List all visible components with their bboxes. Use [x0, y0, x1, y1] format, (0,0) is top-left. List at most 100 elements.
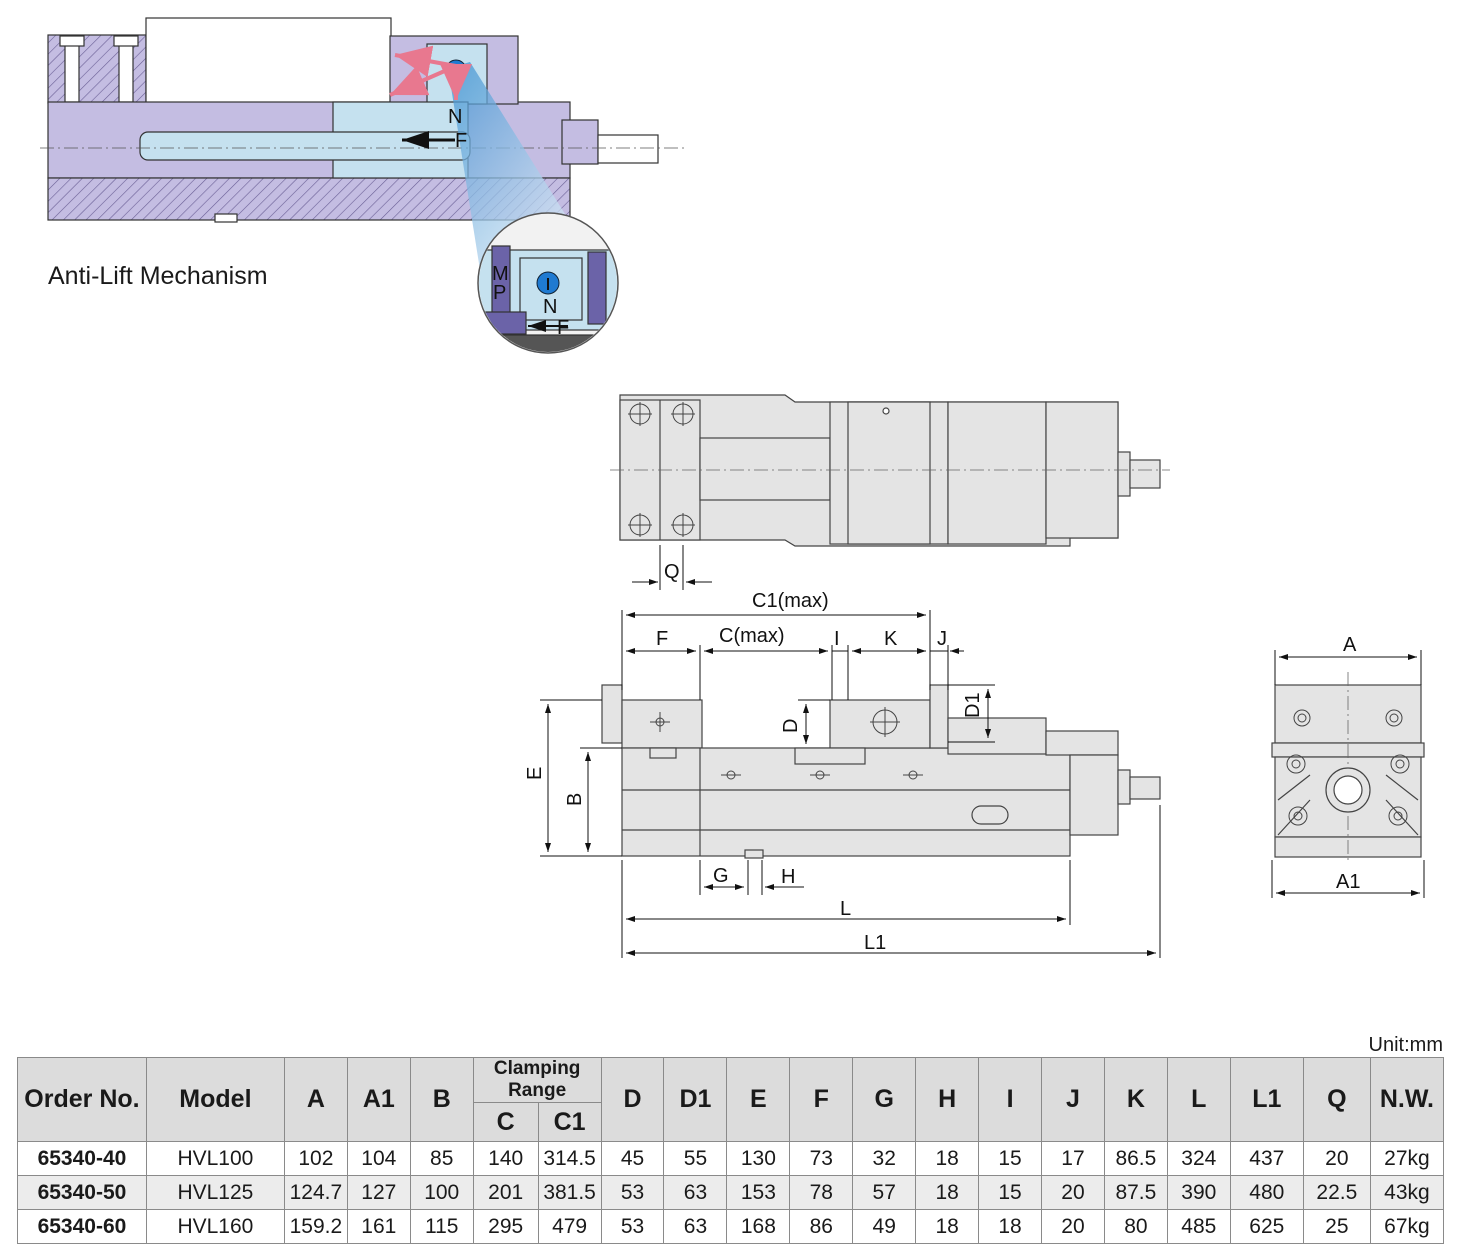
cell-l: 485 — [1166, 1209, 1231, 1244]
cell-a1: 127 — [346, 1175, 411, 1210]
header-d: D — [600, 1057, 665, 1142]
label-f-dim: F — [656, 628, 668, 650]
header-a: A — [283, 1057, 348, 1142]
label-l1: L1 — [864, 932, 886, 954]
header-c: C — [472, 1102, 539, 1142]
technical-drawing: N F M P N F — [40, 17, 1425, 958]
cell-a: 159.2 — [283, 1209, 348, 1244]
label-d: D — [780, 719, 802, 733]
header-c1: C1 — [537, 1102, 602, 1142]
header-model: Model — [145, 1057, 285, 1142]
label-f: F — [455, 130, 467, 152]
header-j: J — [1041, 1057, 1105, 1142]
cell-nw: 43kg — [1369, 1175, 1445, 1210]
cell-e: 130 — [726, 1141, 791, 1176]
cell-b: 100 — [409, 1175, 474, 1210]
header-order: Order No. — [17, 1057, 147, 1142]
cell-a1: 104 — [346, 1141, 411, 1176]
cell-c1: 479 — [537, 1209, 602, 1244]
cell-c: 140 — [472, 1141, 539, 1176]
end-view — [1271, 672, 1425, 862]
spec-table: Order No. Model A A1 B Clamping Range D … — [17, 1057, 1445, 1244]
label-l: L — [840, 898, 851, 920]
cell-i: 18 — [978, 1209, 1043, 1244]
cell-d1: 63 — [663, 1175, 728, 1210]
label-d1: D1 — [962, 692, 984, 718]
label-n-inset: N — [543, 296, 557, 318]
header-a1: A1 — [346, 1057, 411, 1142]
header-g: G — [852, 1057, 917, 1142]
cell-h: 18 — [915, 1209, 980, 1244]
header-i: I — [978, 1057, 1043, 1142]
label-c1max: C1(max) — [752, 590, 829, 612]
header-h: H — [915, 1057, 980, 1142]
cell-f: 78 — [789, 1175, 854, 1210]
label-h: H — [781, 866, 795, 888]
header-b: B — [409, 1057, 474, 1142]
label-i: I — [834, 628, 840, 650]
cell-l1: 437 — [1229, 1141, 1304, 1176]
cell-d: 53 — [600, 1209, 665, 1244]
dim-q — [632, 545, 712, 590]
header-f: F — [789, 1057, 854, 1142]
cell-b: 85 — [409, 1141, 474, 1176]
unit-label: Unit:mm — [1368, 1034, 1443, 1056]
header-l: L — [1166, 1057, 1231, 1142]
cell-f: 86 — [789, 1209, 854, 1244]
cell-a: 102 — [283, 1141, 348, 1176]
cell-order: 65340-50 — [17, 1175, 147, 1210]
cell-e: 168 — [726, 1209, 791, 1244]
cell-model: HVL160 — [145, 1209, 285, 1244]
cell-c: 201 — [472, 1175, 539, 1210]
cell-c1: 381.5 — [537, 1175, 602, 1210]
header-l1: L1 — [1229, 1057, 1304, 1142]
cell-i: 15 — [978, 1141, 1043, 1176]
cell-q: 25 — [1302, 1209, 1371, 1244]
bolt-holes — [628, 402, 695, 537]
label-m: M — [492, 263, 509, 285]
header-d1: D1 — [663, 1057, 728, 1142]
label-q: Q — [664, 561, 680, 583]
cell-d: 53 — [600, 1175, 665, 1210]
label-n: N — [448, 106, 462, 128]
cell-l1: 480 — [1229, 1175, 1304, 1210]
cell-i: 15 — [978, 1175, 1043, 1210]
cell-q: 20 — [1302, 1141, 1371, 1176]
cell-c: 295 — [472, 1209, 539, 1244]
header-clamping: Clamping Range — [472, 1057, 602, 1103]
cell-d: 45 — [600, 1141, 665, 1176]
side-view — [601, 684, 1161, 859]
cell-model: HVL100 — [145, 1141, 285, 1176]
cell-k: 87.5 — [1103, 1175, 1168, 1210]
cell-c1: 314.5 — [537, 1141, 602, 1176]
table-row: 65340-60 HVL160 159.2 161 115 295 479 53… — [17, 1209, 1445, 1244]
cell-l: 324 — [1166, 1141, 1231, 1176]
table-row: 65340-50 HVL125 124.7 127 100 201 381.5 … — [17, 1175, 1445, 1210]
cell-j: 20 — [1041, 1209, 1105, 1244]
dimension-lines — [540, 610, 1161, 958]
end-dimensions — [1271, 650, 1425, 898]
caption-anti-lift: Anti-Lift Mechanism — [48, 262, 268, 290]
label-a: A — [1343, 634, 1357, 656]
label-a1: A1 — [1336, 871, 1360, 893]
end-holes — [1286, 709, 1410, 826]
header-nw: N.W. — [1369, 1057, 1445, 1142]
header-e: E — [726, 1057, 791, 1142]
cell-model: HVL125 — [145, 1175, 285, 1210]
top-view — [610, 394, 1170, 547]
cell-g: 32 — [852, 1141, 917, 1176]
cell-k: 80 — [1103, 1209, 1168, 1244]
label-j: J — [937, 628, 947, 650]
cell-h: 18 — [915, 1141, 980, 1176]
cell-d1: 55 — [663, 1141, 728, 1176]
header-q: Q — [1302, 1057, 1371, 1142]
cell-order: 65340-40 — [17, 1141, 147, 1176]
cell-j: 20 — [1041, 1175, 1105, 1210]
cell-q: 22.5 — [1302, 1175, 1371, 1210]
label-cmax: C(max) — [719, 625, 785, 647]
cell-b: 115 — [409, 1209, 474, 1244]
cell-l: 390 — [1166, 1175, 1231, 1210]
cell-g: 57 — [852, 1175, 917, 1210]
inset-detail: M P N F — [477, 212, 619, 354]
label-g: G — [713, 865, 729, 887]
